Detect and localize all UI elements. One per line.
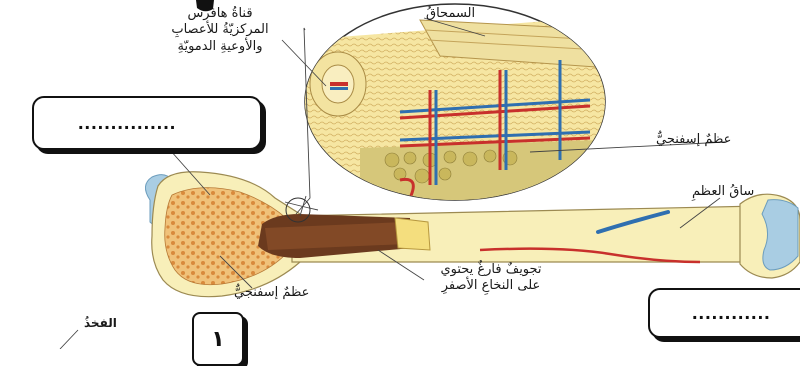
spongy-bone-label-bottom: عظمٌ إسفنجيٌّ xyxy=(234,285,309,301)
answer-box-right-dots: ............ xyxy=(692,302,771,325)
answer-box-left[interactable]: ............... xyxy=(32,96,262,150)
answer-box-left-dots: ............... xyxy=(78,112,176,135)
bone-shaft-label: ساقُ العظمِ xyxy=(692,184,754,200)
spongy-bone-label-top: عظمٌ إسفنجيٌّ xyxy=(656,132,731,148)
haversian-line-2: المركزيّةُ للأعصابِ xyxy=(150,22,290,38)
magnified-section xyxy=(300,4,610,210)
answer-box-right[interactable]: ............ xyxy=(648,288,800,338)
femur-label: الفخذُ xyxy=(84,316,117,331)
cavity-line-1: تجويفٌ فارغٌ يحتوي xyxy=(426,262,556,278)
cavity-line-2: على النخاعِ الأصفرِ xyxy=(426,278,556,294)
number-box-value: ١ xyxy=(211,327,224,352)
haversian-line-1: قناةُ هافرس xyxy=(150,6,290,22)
number-box: ١ xyxy=(192,312,244,366)
periosteum-label: السمحاقُ xyxy=(426,6,475,22)
haversian-line-3: والأوعيةِ الدمويّةِ xyxy=(150,39,290,55)
haversian-canal-label: قناةُ هافرس المركزيّةُ للأعصابِ والأوعية… xyxy=(150,6,290,55)
marrow-cavity-label: تجويفٌ فارغٌ يحتوي على النخاعِ الأصفرِ xyxy=(426,262,556,295)
